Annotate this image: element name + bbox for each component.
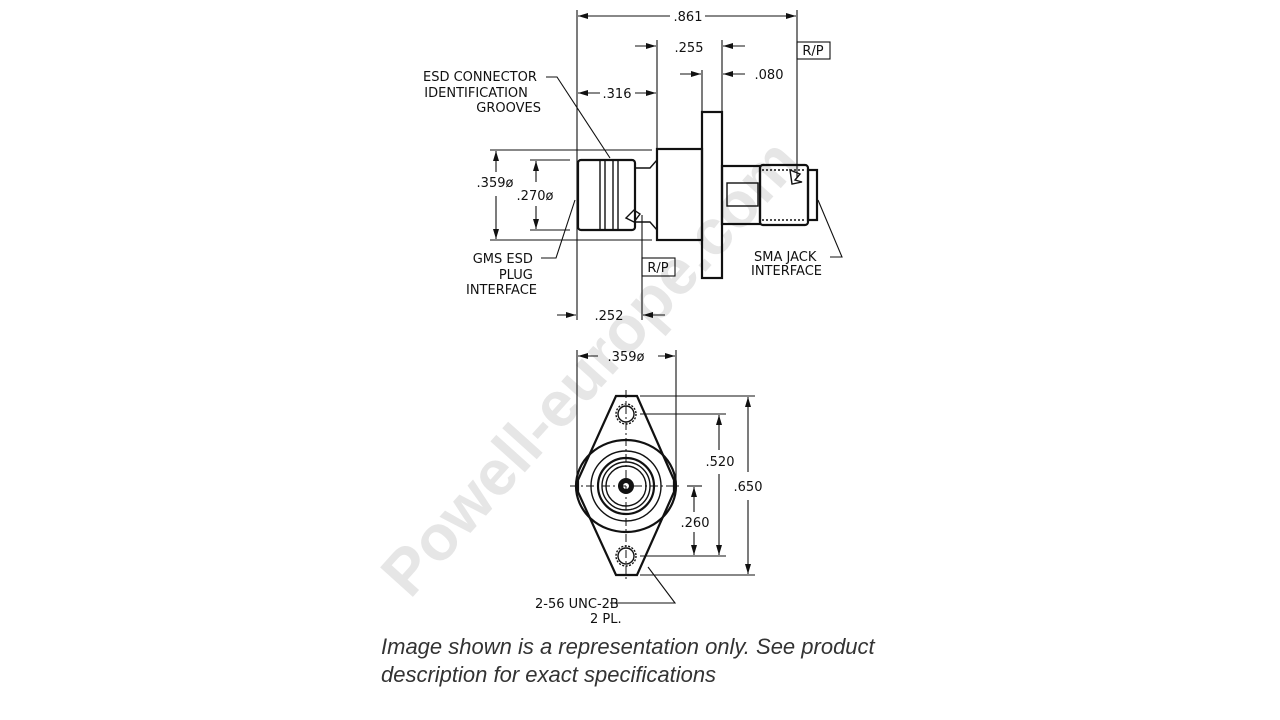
side-view: .861 .255 .080 R/P .316 ESD CONNECTOR ID…: [423, 10, 843, 324]
disclaimer-caption: Image shown is a representation only. Se…: [381, 633, 875, 689]
dim-flange-length: .650: [734, 480, 763, 495]
callout-sma-jack: SMA JACK INTERFACE: [751, 250, 822, 279]
callout-gms-plug: GMS ESD PLUG INTERFACE: [466, 252, 537, 298]
dim-center-to-hole: .260: [681, 516, 710, 531]
dim-flange-to-ref: .255: [675, 41, 704, 56]
ref-plane-label-bottom: R/P: [647, 261, 668, 276]
dim-plug-ref: .252: [595, 309, 624, 324]
dim-inner-dia: .270ø: [517, 189, 554, 204]
dim-hole-spacing: .520: [706, 455, 735, 470]
dim-outer-dia: .359ø: [477, 176, 514, 191]
caption-line-2: description for exact specifications: [381, 662, 717, 687]
watermark: Powell-europe.com: [367, 125, 813, 609]
callout-esd-grooves: ESD CONNECTOR IDENTIFICATION GROOVES: [423, 70, 541, 116]
dim-plug-length: .316: [603, 87, 632, 102]
dim-overall: .861: [674, 10, 703, 25]
ref-plane-label-top: R/P: [802, 44, 823, 59]
dim-body-dia: .359ø: [608, 350, 645, 365]
caption-line-1: Image shown is a representation only. Se…: [381, 634, 875, 659]
dim-flange-thickness: .080: [755, 68, 784, 83]
end-view: .359ø .650 .520 .260 2-56 UNC-2B 2 P: [535, 350, 762, 627]
callout-thread: 2-56 UNC-2B 2 PL.: [535, 597, 623, 627]
